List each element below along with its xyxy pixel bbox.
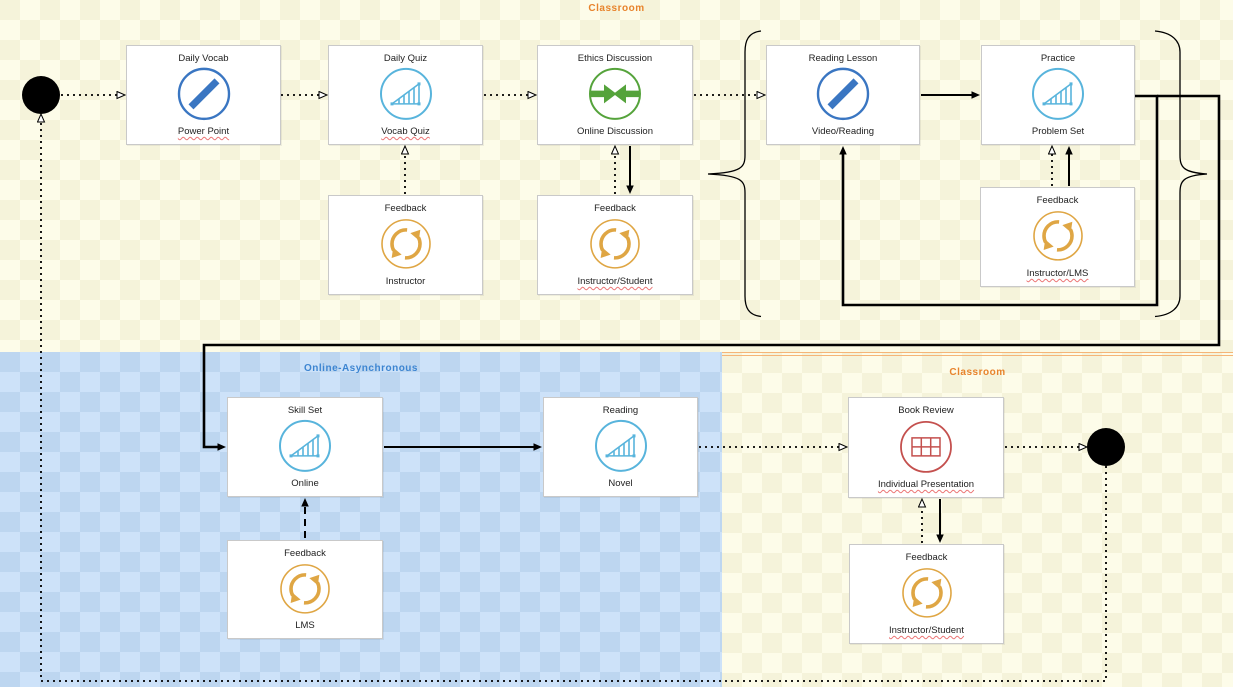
node-feedback-instructor[interactable]: Feedback Instructor	[328, 195, 483, 295]
node-practice[interactable]: Practice Problem Set	[981, 45, 1135, 145]
node-feedback-instructor-student[interactable]: Feedback Instructor/Student	[537, 195, 693, 295]
node-title: Feedback	[284, 548, 326, 559]
node-skill-set[interactable]: Skill Set Online	[227, 397, 383, 497]
table-icon	[898, 418, 954, 474]
right-curly-brace[interactable]	[1154, 30, 1208, 318]
node-title: Feedback	[1036, 195, 1079, 206]
node-subtitle: Instructor/Student	[889, 625, 964, 636]
node-title: Feedback	[905, 552, 948, 563]
progress-chart-icon	[1030, 66, 1086, 122]
node-subtitle: Novel	[608, 478, 633, 489]
node-title: Reading	[602, 405, 639, 416]
node-subtitle: Instructor/LMS	[1026, 268, 1089, 279]
converging-arrows-icon	[587, 66, 643, 122]
feedback-cycle-icon	[1030, 208, 1086, 264]
node-subtitle: Vocab Quiz	[381, 126, 430, 137]
node-title: Skill Set	[287, 405, 323, 416]
node-title: Reading Lesson	[808, 53, 878, 64]
progress-chart-icon	[277, 418, 333, 474]
edge-practice-loop-to-reading-lesson[interactable]	[839, 94, 1159, 307]
node-feedback-instructor-student-2[interactable]: Feedback Instructor/Student	[849, 544, 1004, 644]
node-daily-vocab[interactable]: Daily Vocab Power Point	[126, 45, 281, 145]
left-curly-brace[interactable]	[707, 30, 762, 318]
region-classroom-top-label: Classroom	[588, 3, 645, 14]
feedback-cycle-icon	[277, 560, 333, 616]
node-title: Daily Vocab	[178, 53, 229, 64]
feedback-cycle-icon	[587, 216, 643, 272]
node-ethics-discussion[interactable]: Ethics Discussion Online Discussion	[537, 45, 693, 145]
node-title: Ethics Discussion	[577, 53, 653, 64]
node-subtitle: Instructor/Student	[577, 276, 653, 287]
feedback-cycle-icon	[899, 565, 955, 621]
feedback-cycle-icon	[378, 216, 434, 272]
edge-practice-to-skill-set[interactable]	[202, 94, 1221, 451]
node-subtitle: Online	[291, 478, 319, 489]
node-reading-lesson[interactable]: Reading Lesson Video/Reading	[766, 45, 920, 145]
node-title: Book Review	[898, 405, 954, 416]
presentation-icon	[815, 66, 871, 122]
progress-chart-icon	[593, 418, 649, 474]
node-book-review[interactable]: Book Review Individual Presentation	[848, 397, 1004, 498]
node-title: Feedback	[384, 203, 427, 214]
node-subtitle: Video/Reading	[811, 126, 875, 137]
region-online-asynchronous-label: Online-Asynchronous	[304, 363, 418, 374]
node-feedback-instructor-lms[interactable]: Feedback Instructor/LMS	[980, 187, 1135, 287]
node-subtitle: Problem Set	[1031, 126, 1085, 137]
progress-chart-icon	[378, 66, 434, 122]
start-node[interactable]	[22, 76, 60, 114]
node-feedback-lms[interactable]: Feedback LMS	[227, 540, 383, 639]
node-title: Practice	[1040, 53, 1076, 64]
node-subtitle: Online Discussion	[576, 126, 654, 137]
node-subtitle: Instructor	[385, 276, 426, 287]
node-subtitle: LMS	[295, 620, 315, 631]
region-classroom-bottom-label: Classroom	[949, 367, 1006, 378]
presentation-icon	[176, 66, 232, 122]
node-reading[interactable]: Reading Novel	[543, 397, 698, 497]
node-title: Daily Quiz	[383, 53, 428, 64]
node-title: Feedback	[594, 203, 636, 214]
end-node[interactable]	[1087, 428, 1125, 466]
node-daily-quiz[interactable]: Daily Quiz Vocab Quiz	[328, 45, 483, 145]
node-subtitle: Individual Presentation	[877, 479, 975, 490]
node-subtitle: Power Point	[177, 126, 230, 137]
